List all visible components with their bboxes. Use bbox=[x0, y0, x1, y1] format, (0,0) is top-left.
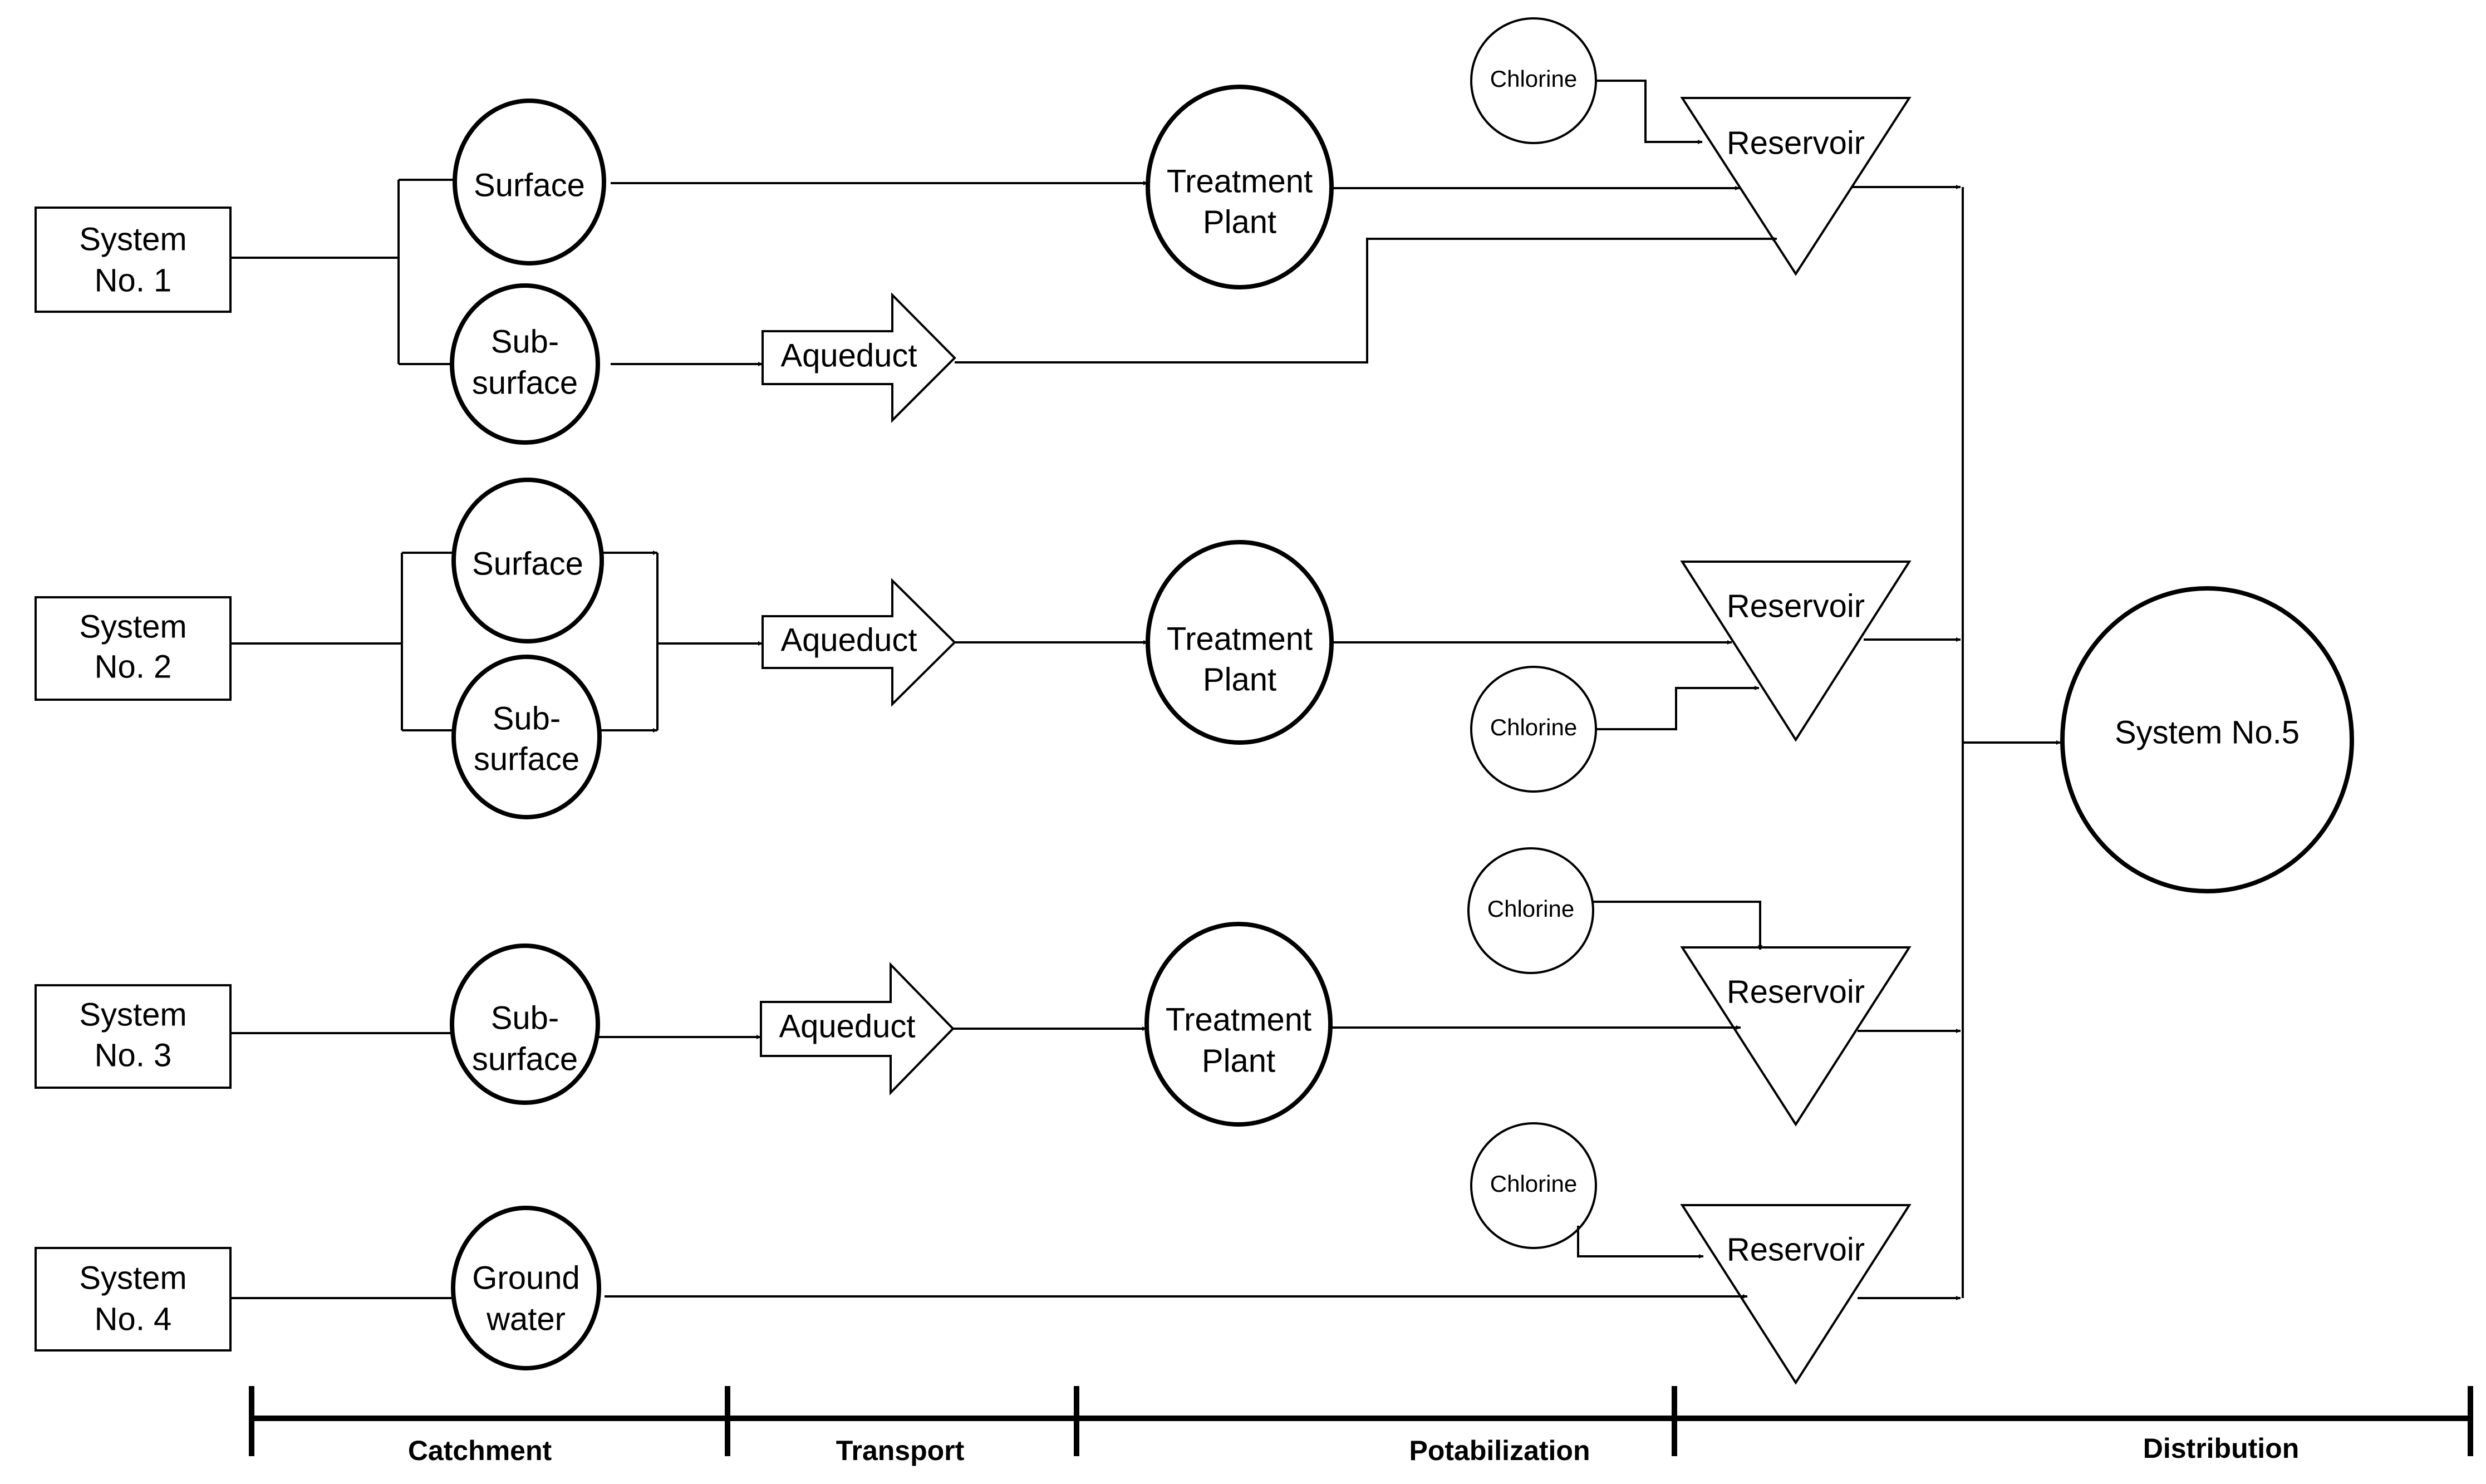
svg-text:Plant: Plant bbox=[1203, 204, 1276, 240]
stage-distribution-label: Distribution bbox=[2143, 1433, 2300, 1464]
connector-chlorine4-reservoir4 bbox=[1577, 1226, 1703, 1259]
treatment-plant-1-node: Treatment Plant bbox=[1146, 85, 1334, 289]
svg-text:Surface: Surface bbox=[474, 167, 585, 203]
svg-text:Plant: Plant bbox=[1203, 661, 1276, 697]
svg-text:water: water bbox=[486, 1301, 566, 1337]
svg-text:No. 4: No. 4 bbox=[95, 1301, 172, 1337]
svg-text:System: System bbox=[79, 996, 186, 1033]
svg-text:No. 1: No. 1 bbox=[95, 262, 172, 298]
connector-chlorine2-reservoir2 bbox=[1596, 686, 1759, 730]
svg-text:System: System bbox=[79, 608, 186, 645]
surface-2-node: Surface bbox=[451, 478, 604, 643]
svg-text:Sub-: Sub- bbox=[491, 323, 559, 360]
connectors bbox=[230, 80, 2061, 1300]
subsurface-3-node: Sub- surface bbox=[450, 944, 600, 1105]
reservoir-3-node: Reservoir bbox=[1680, 946, 1912, 1127]
connector-chlorine1-reservoir1 bbox=[1596, 80, 1702, 144]
aqueduct-3-node: Aqueduct bbox=[760, 962, 955, 1095]
svg-text:Aqueduct: Aqueduct bbox=[780, 622, 917, 658]
connector-chlorine3-reservoir3 bbox=[1593, 901, 1762, 950]
stage-potabilization-label: Potabilization bbox=[1409, 1435, 1590, 1466]
svg-text:Sub-: Sub- bbox=[493, 700, 561, 736]
chlorine-2-node: Chlorine bbox=[1470, 666, 1597, 793]
system-2-box: System No. 2 bbox=[35, 596, 232, 701]
svg-text:surface: surface bbox=[472, 365, 578, 401]
connector-s2-split bbox=[230, 552, 454, 731]
svg-text:Treatment: Treatment bbox=[1167, 621, 1313, 657]
connector-s1-split bbox=[230, 179, 455, 365]
svg-text:No. 2: No. 2 bbox=[95, 648, 172, 685]
chlorine-1-node: Chlorine bbox=[1470, 17, 1597, 144]
aqueduct-1-node: Aqueduct bbox=[761, 292, 956, 423]
svg-text:Aqueduct: Aqueduct bbox=[780, 337, 917, 374]
groundwater-4-node: Ground water bbox=[451, 1206, 601, 1370]
svg-text:surface: surface bbox=[474, 741, 579, 777]
connector-merge-aqueduct2 bbox=[656, 553, 763, 730]
svg-text:Chlorine: Chlorine bbox=[1490, 1171, 1577, 1197]
svg-text:No. 3: No. 3 bbox=[95, 1037, 172, 1073]
svg-text:Surface: Surface bbox=[472, 546, 583, 582]
system-1-box: System No. 1 bbox=[35, 207, 232, 313]
chlorine-3-node: Chlorine bbox=[1467, 847, 1594, 974]
svg-text:Chlorine: Chlorine bbox=[1490, 714, 1577, 740]
svg-text:System No.5: System No.5 bbox=[2115, 714, 2300, 750]
system-5-node: System No.5 bbox=[2060, 586, 2354, 893]
svg-text:Ground: Ground bbox=[472, 1260, 579, 1296]
svg-text:Chlorine: Chlorine bbox=[1490, 66, 1577, 92]
svg-text:Sub-: Sub- bbox=[491, 1000, 559, 1036]
svg-text:Treatment: Treatment bbox=[1166, 1001, 1311, 1038]
aqueduct-2-node: Aqueduct bbox=[761, 578, 956, 707]
svg-text:Reservoir: Reservoir bbox=[1727, 974, 1865, 1010]
stage-axis: Catchment Transport Potabilization Distr… bbox=[249, 1386, 2473, 1466]
system-3-box: System No. 3 bbox=[35, 984, 232, 1089]
svg-text:System: System bbox=[79, 1260, 186, 1296]
connector-aqueduct1-reservoir1 bbox=[955, 237, 1777, 363]
subsurface-1-node: Sub- surface bbox=[450, 283, 600, 445]
svg-text:Reservoir: Reservoir bbox=[1727, 1231, 1865, 1267]
svg-text:Chlorine: Chlorine bbox=[1487, 896, 1574, 922]
reservoir-2-node: Reservoir bbox=[1680, 561, 1912, 742]
chlorine-4-node: Chlorine bbox=[1470, 1122, 1597, 1249]
reservoir-4-node: Reservoir bbox=[1680, 1204, 1912, 1385]
svg-text:Reservoir: Reservoir bbox=[1727, 125, 1865, 161]
treatment-plant-3-node: Treatment Plant bbox=[1144, 922, 1333, 1127]
stage-transport-label: Transport bbox=[836, 1435, 965, 1466]
svg-text:System: System bbox=[79, 221, 186, 257]
svg-text:Treatment: Treatment bbox=[1167, 163, 1313, 199]
surface-1-node: Surface bbox=[453, 99, 606, 266]
stage-catchment-label: Catchment bbox=[408, 1435, 552, 1466]
system-4-box: System No. 4 bbox=[35, 1247, 232, 1352]
svg-text:Reservoir: Reservoir bbox=[1727, 588, 1865, 624]
svg-text:Aqueduct: Aqueduct bbox=[779, 1008, 915, 1044]
svg-text:Plant: Plant bbox=[1202, 1043, 1275, 1079]
subsurface-2-node: Sub- surface bbox=[451, 655, 602, 819]
treatment-plant-2-node: Treatment Plant bbox=[1146, 540, 1334, 745]
svg-text:surface: surface bbox=[472, 1041, 578, 1077]
